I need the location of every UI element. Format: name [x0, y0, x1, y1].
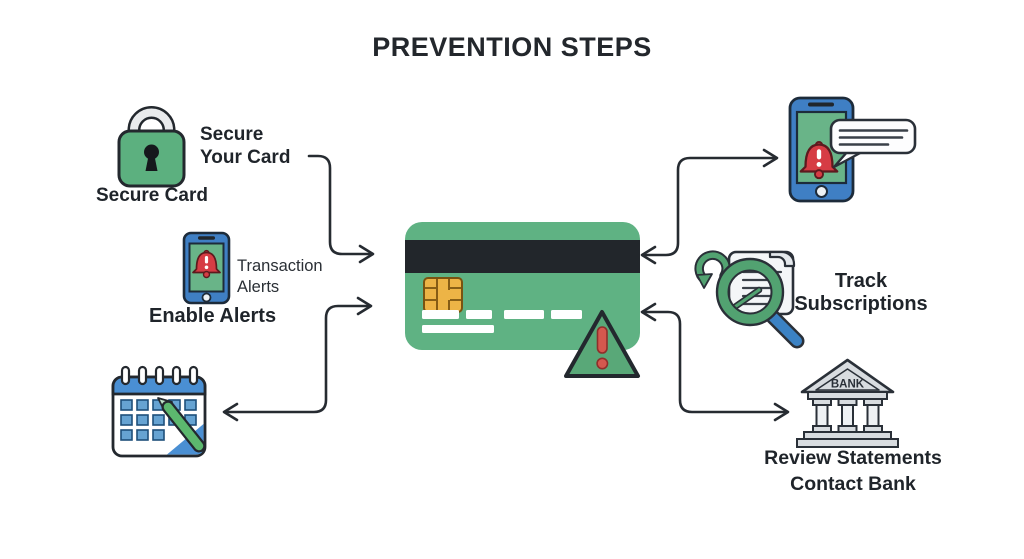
calendar-icon — [111, 365, 207, 458]
padlock-icon — [117, 106, 186, 188]
arrow-alerts-card-calendar — [222, 296, 373, 422]
card-number-dashes — [422, 310, 582, 333]
track-subscriptions-title: Track Subscriptions — [778, 270, 944, 316]
arrow-card-to-phone — [640, 148, 779, 265]
subscription-search-icon — [694, 250, 805, 349]
bank-caption-line1: Review Statements — [764, 447, 942, 469]
track-subscriptions-line2: Subscriptions — [794, 293, 928, 315]
phone-message-icon — [788, 96, 917, 203]
bank-icon: BANK — [796, 358, 899, 448]
speech-bubble-icon — [829, 118, 917, 169]
credit-card-icon — [405, 222, 640, 350]
secure-card-caption: Secure Card — [96, 185, 208, 206]
bank-sign-label: BANK — [831, 379, 865, 391]
connector-arrows — [222, 148, 790, 422]
track-subscriptions-line1: Track — [834, 270, 888, 292]
arrow-secure-to-card — [307, 154, 375, 264]
secure-card-title-line2: Your Card — [200, 147, 291, 168]
bank-caption-line2: Contact Bank — [790, 473, 916, 495]
transaction-alerts-line2: Alerts — [237, 278, 280, 296]
page-title: PREVENTION STEPS — [372, 32, 652, 62]
transaction-alerts-line1: Transaction — [237, 257, 323, 275]
bank-caption: Review Statements Contact Bank — [762, 445, 944, 497]
secure-card-title-line1: Secure — [200, 124, 264, 145]
transaction-alerts-title: Transaction Alerts — [237, 256, 323, 298]
phone-alert-icon — [182, 231, 231, 305]
arrow-card-to-bank — [640, 302, 790, 422]
enable-alerts-caption: Enable Alerts — [149, 305, 277, 327]
secure-card-title: Secure Your Card — [200, 123, 290, 169]
magnifier-icon — [715, 257, 805, 349]
pen-icon — [157, 397, 206, 453]
warning-triangle-icon — [564, 310, 640, 378]
card-chip-icon — [423, 277, 463, 313]
